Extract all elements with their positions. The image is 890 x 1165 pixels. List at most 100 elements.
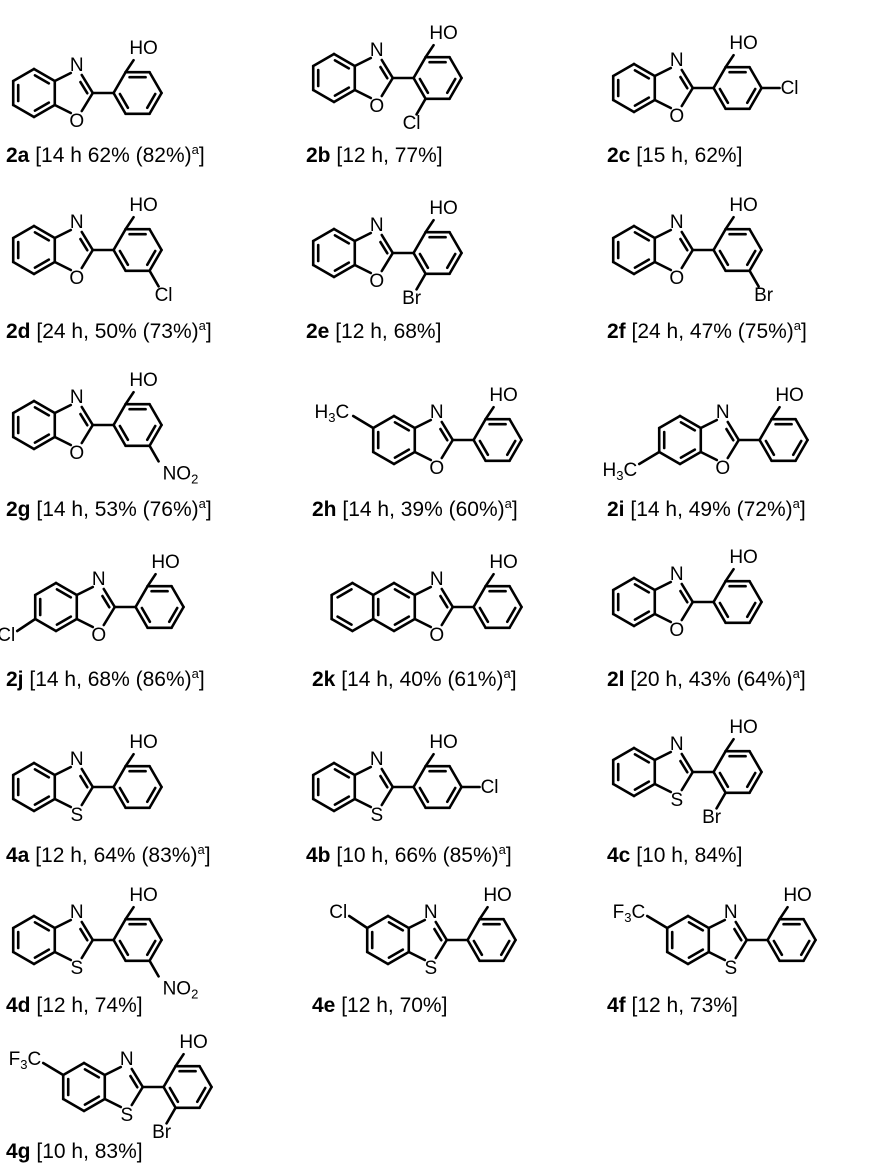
sulfur-label: S (670, 790, 683, 811)
bond (148, 423, 163, 448)
oxygen-label: O (669, 620, 684, 641)
bond (32, 435, 57, 451)
bond (653, 66, 673, 78)
double-bond-line (433, 927, 443, 942)
bond (112, 423, 127, 448)
hydroxyl-label: HO (129, 38, 158, 59)
double-bond-line (145, 92, 157, 110)
bond (311, 52, 336, 68)
bond (412, 230, 427, 255)
bond (653, 260, 673, 272)
nitrogen-label: N (120, 1049, 134, 1070)
caption-2k: 2k [14 h, 40% (61%)a] (312, 666, 517, 691)
bond (124, 215, 135, 231)
double-bond-line (55, 588, 73, 599)
bond (148, 444, 160, 463)
double-bond-line (745, 771, 757, 789)
oxygen-label: O (715, 458, 730, 479)
hydroxyl-label: HO (729, 195, 758, 216)
double-bond-line (633, 258, 651, 269)
double-bond-line (33, 795, 51, 806)
bond (407, 950, 427, 962)
bond (686, 914, 711, 930)
bond (726, 420, 741, 442)
caption-4d: 4d [12 h, 74%] (6, 994, 143, 1017)
double-bond-line (687, 948, 705, 959)
double-bond-line (745, 601, 757, 619)
bond (311, 263, 336, 279)
bond (103, 1097, 123, 1109)
double-bond-line (799, 939, 811, 957)
bond (484, 405, 495, 421)
bond (80, 91, 95, 113)
hydroxyl-label: HO (729, 33, 758, 54)
oxygen-label: O (369, 271, 384, 292)
bond (124, 905, 135, 921)
hydroxyl-label: HO (775, 385, 804, 406)
nitro-label: NO2 (163, 463, 199, 486)
double-bond-line (439, 427, 449, 442)
bond (778, 905, 789, 921)
bond (412, 251, 427, 276)
double-bond-line (101, 594, 111, 609)
bond (611, 224, 636, 240)
nitrogen-label: N (370, 749, 384, 770)
double-bond-line (633, 610, 651, 621)
nitro-label: NO2 (163, 978, 199, 1001)
double-bond-line (333, 261, 351, 272)
bond (134, 584, 149, 609)
double-bond-line (168, 1086, 180, 1104)
double-bond-line (725, 427, 735, 442)
double-bond-line (418, 77, 430, 95)
double-bond-line (379, 240, 389, 255)
bond (448, 251, 463, 276)
double-bond-line (472, 939, 484, 957)
double-bond-line (505, 606, 517, 624)
bond (170, 605, 185, 630)
bond (148, 248, 163, 273)
caption-2g: 2g [14 h, 53% (76%)a] (6, 496, 212, 521)
bond (124, 752, 135, 768)
hydroxyl-label: HO (429, 23, 458, 44)
bond (148, 785, 163, 810)
double-bond-line (718, 601, 730, 619)
bond (712, 749, 727, 774)
bond (758, 417, 773, 442)
bond (53, 260, 73, 272)
oxygen-label: O (369, 96, 384, 117)
bond (112, 227, 127, 252)
bond (353, 56, 373, 68)
bond (413, 585, 433, 597)
bond (82, 1097, 107, 1113)
double-bond-line (418, 786, 430, 804)
bond (802, 917, 817, 942)
bond (680, 582, 695, 604)
double-bond-line (393, 615, 411, 626)
bond (680, 752, 695, 774)
bond (715, 791, 727, 810)
bond (678, 450, 703, 466)
bond (413, 450, 433, 462)
sulfur-label: S (370, 805, 383, 826)
bond (365, 914, 390, 930)
bond (332, 52, 357, 68)
bond (365, 950, 390, 966)
bond (665, 950, 690, 966)
double-bond-line (145, 786, 157, 804)
double-bond-line (145, 939, 157, 957)
bond (53, 918, 73, 930)
bond (380, 58, 395, 80)
bond (32, 103, 57, 119)
nitrogen-label: N (670, 734, 684, 755)
bond (148, 938, 163, 963)
bond (472, 438, 487, 463)
bond (103, 1065, 123, 1077)
hydroxyl-label: HO (151, 552, 180, 573)
bond (748, 248, 763, 273)
bond (102, 587, 117, 609)
bond (162, 1085, 177, 1110)
double-bond-line (333, 59, 351, 70)
bond (148, 227, 163, 252)
